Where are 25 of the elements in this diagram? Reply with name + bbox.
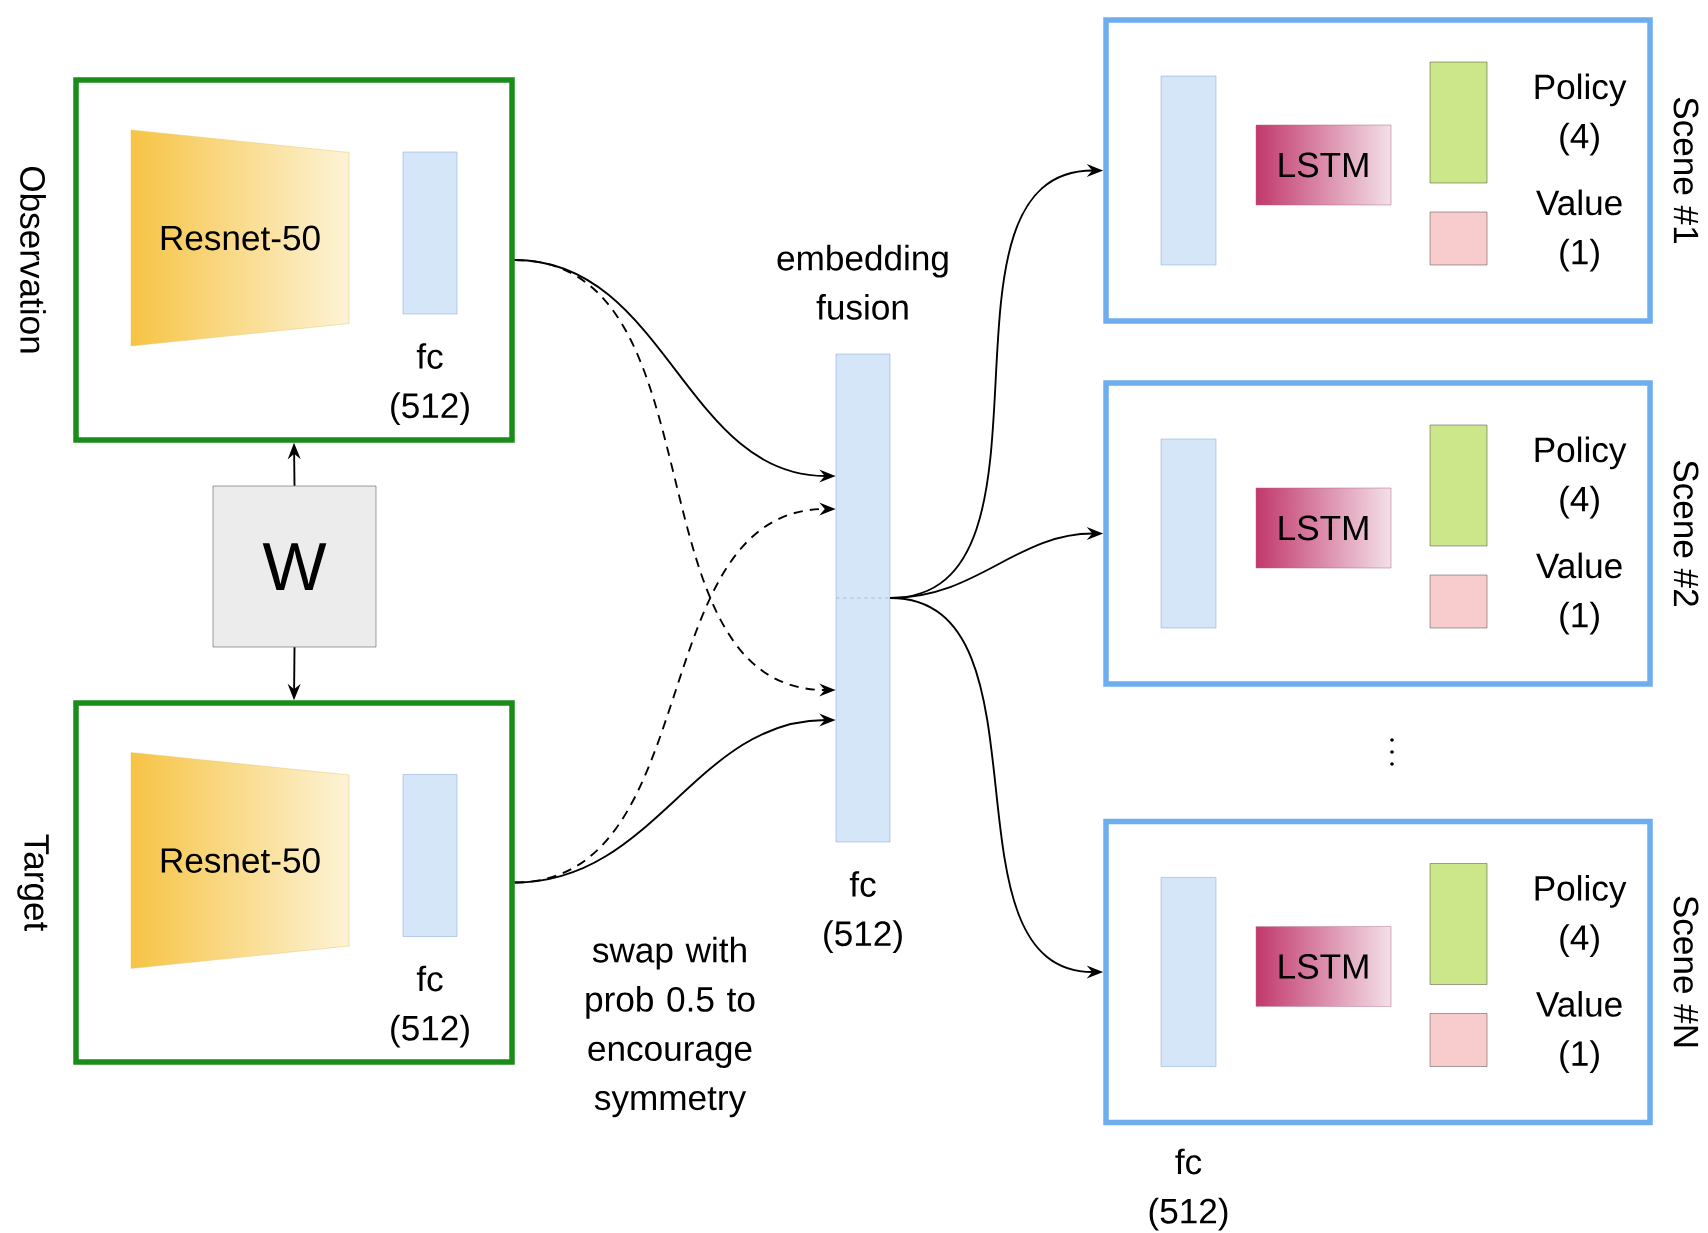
side-label: Observation	[20, 166, 46, 353]
side-label: Target	[17, 834, 49, 932]
layer-label: fc (512)	[824, 871, 902, 954]
output-label: Policy (4)	[1535, 875, 1627, 957]
lstm-box: LSTM	[1255, 487, 1392, 569]
output-label: Value (1)	[1536, 189, 1622, 272]
output-label: Value (1)	[1536, 991, 1622, 1073]
weight-box: W	[212, 485, 377, 648]
network-trapezoid: Resnet-50	[130, 129, 350, 347]
lstm-box: LSTM	[1255, 124, 1392, 206]
side-label: Scene #2	[1673, 460, 1699, 606]
side-label: Scene #1	[1673, 97, 1699, 243]
output-label: Policy (4)	[1535, 73, 1627, 156]
layer-label: fc (512)	[391, 965, 469, 1048]
layer-label: embedding fusion	[777, 244, 948, 320]
layer-label: fc (512)	[1149, 1148, 1228, 1231]
layer-label: fc (512)	[391, 343, 469, 426]
network-trapezoid: Resnet-50	[130, 752, 350, 969]
layer-bar	[1160, 75, 1217, 266]
layer-bar	[1160, 438, 1217, 629]
note-text: swap with prob 0.5 to encourage symmetry	[586, 936, 755, 1118]
side-label: Scene #N	[1673, 896, 1699, 1047]
output-label: Value (1)	[1536, 552, 1622, 635]
lstm-box: LSTM	[1255, 926, 1392, 1007]
output-label: Policy (4)	[1535, 436, 1627, 519]
